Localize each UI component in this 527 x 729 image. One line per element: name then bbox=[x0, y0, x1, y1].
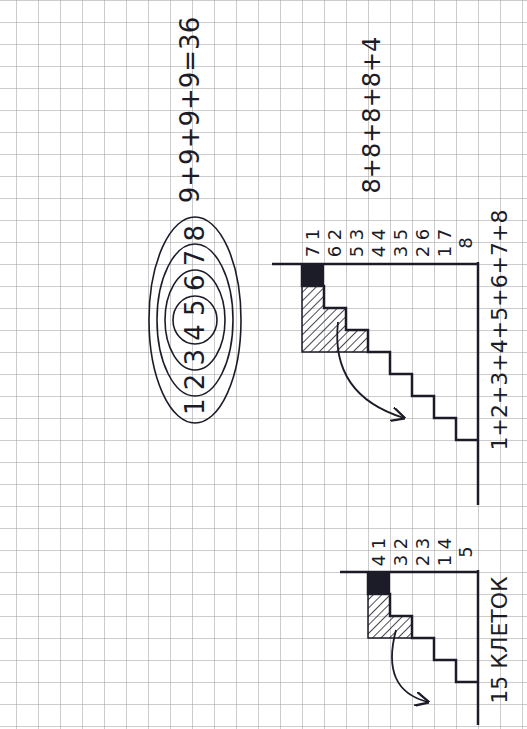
row-count: 2 3 bbox=[413, 538, 433, 567]
row-count: 3 2 bbox=[391, 538, 411, 567]
equation: 9+9+9+9=36 bbox=[176, 17, 205, 203]
number-row: 1 2 3 4 5 6 7 8 bbox=[181, 225, 210, 415]
filled-cell bbox=[368, 572, 390, 594]
move-arrow bbox=[337, 322, 404, 418]
side-line bbox=[477, 570, 480, 725]
stair-steps bbox=[302, 264, 478, 440]
row-count: 1 7 bbox=[435, 229, 455, 258]
move-arrow bbox=[392, 630, 428, 702]
row-count: 3 5 bbox=[391, 229, 411, 258]
row-count: 4 4 bbox=[369, 229, 389, 258]
pairing-loops bbox=[149, 217, 241, 423]
base-line bbox=[340, 571, 478, 574]
pair-loop bbox=[149, 217, 241, 423]
equation: 1+2+3+4+5+6+7+8 bbox=[488, 209, 512, 450]
equation: 8+8+8+8+4 bbox=[359, 37, 385, 194]
side-line bbox=[477, 262, 480, 505]
hatched-cells bbox=[302, 286, 368, 352]
row-count: 6 2 bbox=[325, 229, 345, 258]
big-staircase bbox=[272, 262, 478, 505]
row-count: 2 6 bbox=[413, 229, 433, 258]
row-count: 8 bbox=[456, 237, 476, 248]
small-staircase bbox=[340, 570, 478, 725]
row-count: 4 1 bbox=[369, 538, 389, 567]
filled-cell bbox=[302, 264, 324, 286]
stair-steps bbox=[368, 572, 478, 682]
row-count: 1 4 bbox=[435, 538, 455, 567]
row-count: 7 1 bbox=[303, 229, 323, 258]
cell-count-caption: 15 КЛЕТОК bbox=[488, 576, 512, 703]
row-count: 5 3 bbox=[347, 229, 367, 258]
row-count: 5 bbox=[456, 546, 476, 557]
